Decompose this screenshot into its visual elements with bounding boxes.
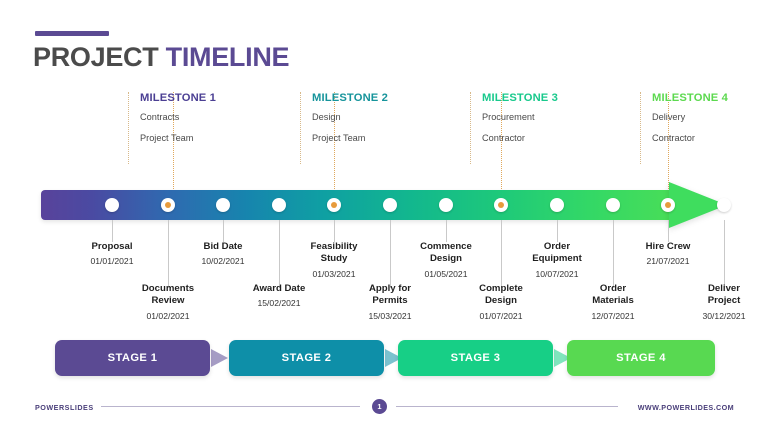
footer-rule-right [396,406,618,407]
page-title: PROJECT TIMELINE [33,42,290,73]
event-date: 01/01/2021 [90,256,134,267]
event-label: Commence Design 01/05/2021 [391,241,501,279]
timeline-dot[interactable] [383,198,397,212]
event-label: Order Equipment 10/07/2021 [502,241,612,279]
timeline-dot[interactable] [216,198,230,212]
stage-bar-1[interactable]: STAGE 1 [55,340,210,376]
event-leader-line [279,220,280,288]
stage-arrow-icon [385,349,402,367]
milestone-connector-line-2 [334,92,335,201]
timeline-milestone-dot[interactable] [327,198,341,212]
milestone-detail-secondary: Project Team [312,133,366,143]
milestone-detail-secondary: Contractor [652,133,695,143]
event-name: Feasibility Study [310,241,358,265]
event-leader-line [390,220,391,288]
event-name: Proposal [91,241,133,252]
milestone-connector-line-1 [173,92,174,201]
milestone-detail-primary: Design [312,112,341,122]
stage-bars: STAGE 1 STAGE 2 STAGE 3 STAGE 4 [55,340,715,376]
milestone-title: MILESTONE 2 [312,92,389,104]
stage-arrow-icon [554,349,571,367]
event-name: Award Date [252,283,306,294]
event-label: Order Materials 12/07/2021 [558,283,668,321]
stage-bar-4[interactable]: STAGE 4 [567,340,715,376]
timeline-milestone-dot[interactable] [661,198,675,212]
stage-bar-2[interactable]: STAGE 2 [229,340,384,376]
event-name: Commence Design [420,241,472,265]
footer-rule-left [101,406,360,407]
event-date: 10/02/2021 [201,256,245,267]
event-label: Feasibility Study 01/03/2021 [279,241,389,279]
event-date: 15/02/2021 [257,298,301,309]
timeline-dot[interactable] [272,198,286,212]
event-label: Documents Review 01/02/2021 [113,283,223,321]
timeline-dot[interactable] [439,198,453,212]
milestone-detail-secondary: Project Team [140,133,194,143]
event-date: 30/12/2021 [702,310,746,321]
event-label: Bid Date 10/02/2021 [168,241,278,266]
stage-bar-3[interactable]: STAGE 3 [398,340,553,376]
event-name: Order Materials [592,283,634,307]
event-leader-line [112,220,113,242]
stage-arrow-icon [211,349,228,367]
milestone-detail-primary: Procurement [482,112,535,122]
timeline-milestone-dot[interactable] [161,198,175,212]
event-date: 10/07/2021 [535,268,579,279]
event-date: 01/07/2021 [479,310,523,321]
event-leader-line [501,220,502,288]
event-name: Deliver Project [707,283,741,307]
event-name: Apply for Permits [368,283,412,307]
footer-brand: POWERSLIDES [35,403,94,412]
event-leader-line [334,220,335,242]
milestone-title: MILESTONE 3 [482,92,559,104]
event-leader-line [613,220,614,288]
event-date: 12/07/2021 [591,310,635,321]
footer-page-number: 1 [372,399,387,414]
event-date: 01/03/2021 [312,268,356,279]
event-label: Deliver Project 30/12/2021 [669,283,768,321]
event-name: Bid Date [203,241,243,252]
event-leader-line [223,220,224,242]
milestone-connector-line-4 [668,92,669,201]
event-leader-line [668,220,669,242]
timeline-dot[interactable] [717,198,731,212]
footer-url: WWW.POWERLIDES.COM [637,403,734,412]
timeline-bar [41,182,731,228]
milestone-detail-primary: Delivery [652,112,686,122]
page-title-part2: TIMELINE [165,42,290,72]
event-name: Complete Design [479,283,523,307]
event-label: Award Date 15/02/2021 [224,283,334,308]
event-date: 01/02/2021 [146,310,190,321]
title-accent-rule [35,31,109,36]
milestone-detail-secondary: Contractor [482,133,525,143]
milestone-title: MILESTONE 1 [140,92,217,104]
event-leader-line [724,220,725,288]
event-date: 21/07/2021 [646,256,690,267]
event-label: Proposal 01/01/2021 [57,241,167,266]
event-name: Hire Crew [645,241,691,252]
timeline-dot[interactable] [105,198,119,212]
event-name: Order Equipment [532,241,582,265]
event-leader-line [446,220,447,242]
timeline-dot[interactable] [606,198,620,212]
event-date: 15/03/2021 [368,310,412,321]
page-title-part1: PROJECT [33,42,166,72]
event-label: Apply for Permits 15/03/2021 [335,283,445,321]
event-date: 01/05/2021 [424,268,468,279]
milestone-connector-line-3 [501,92,502,201]
timeline-bar-body [41,190,678,220]
timeline-milestone-dot[interactable] [494,198,508,212]
event-label: Hire Crew 21/07/2021 [613,241,723,266]
milestone-detail-primary: Contracts [140,112,180,122]
event-label: Complete Design 01/07/2021 [446,283,556,321]
event-leader-line [168,220,169,288]
timeline-dot[interactable] [550,198,564,212]
milestone-title: MILESTONE 4 [652,92,729,104]
event-leader-line [557,220,558,242]
event-name: Documents Review [141,283,195,307]
